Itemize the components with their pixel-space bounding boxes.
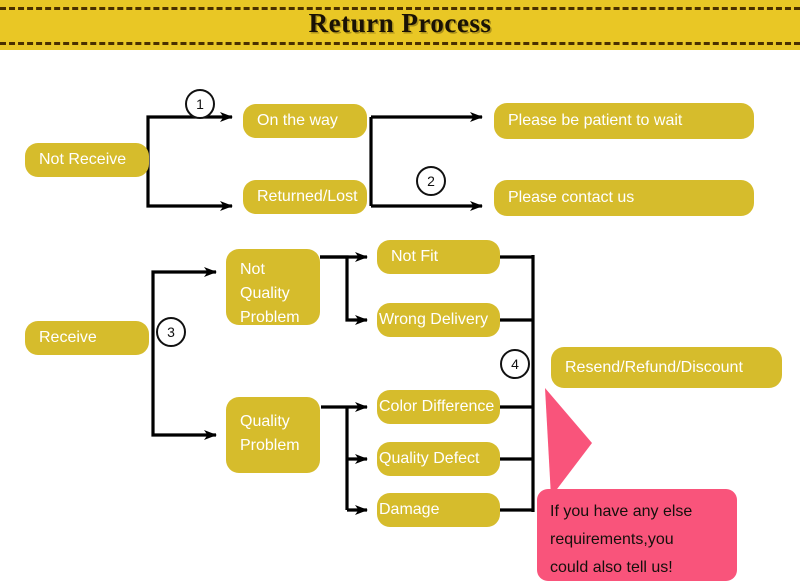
- step-marker-2: 2: [416, 166, 446, 196]
- connector-lines: [146, 112, 535, 515]
- node-returned-lost[interactable]: Returned/Lost: [243, 180, 367, 214]
- node-on-the-way-label: On the way: [257, 112, 338, 129]
- node-receive-label: Receive: [39, 329, 97, 346]
- node-please-be-patient-label: Please be patient to wait: [508, 112, 683, 129]
- step-marker-4-label: 4: [511, 356, 519, 372]
- node-quality-problem[interactable]: Quality Problem: [226, 397, 320, 473]
- node-returned-lost-label: Returned/Lost: [257, 188, 358, 205]
- node-please-contact-us-label: Please contact us: [508, 189, 635, 206]
- page-title: Return Process: [308, 8, 492, 38]
- node-color-difference[interactable]: Color Difference: [377, 390, 500, 424]
- step-marker-3: 3: [156, 317, 186, 347]
- node-not-quality-problem-label: Not Quality Problem: [240, 261, 300, 326]
- node-not-receive[interactable]: Not Receive: [25, 143, 149, 177]
- node-damage[interactable]: Damage: [377, 493, 500, 527]
- node-quality-defect[interactable]: Quality Defect: [377, 442, 500, 476]
- node-resend-refund-discount-label: Resend/Refund/Discount: [565, 358, 743, 376]
- node-not-fit[interactable]: Not Fit: [377, 240, 500, 274]
- step-marker-1-label: 1: [196, 96, 204, 112]
- callout-bubble: If you have any else requirements,you co…: [537, 489, 737, 581]
- callout-line-1: If you have any else: [550, 503, 693, 520]
- node-color-difference-label: Color Difference: [379, 398, 495, 415]
- node-not-quality-problem[interactable]: Not Quality Problem: [226, 249, 320, 326]
- node-please-be-patient[interactable]: Please be patient to wait: [494, 103, 754, 139]
- node-on-the-way[interactable]: On the way: [243, 104, 367, 138]
- node-not-receive-label: Not Receive: [39, 151, 127, 168]
- callout-line-2: requirements,you: [550, 531, 674, 548]
- node-receive[interactable]: Receive: [25, 321, 149, 355]
- node-damage-label: Damage: [379, 501, 440, 518]
- flowchart-canvas: Not Receive On the way Returned/Lost Ple…: [0, 50, 800, 581]
- callout-line-3: could also tell us!: [550, 559, 673, 576]
- node-wrong-delivery[interactable]: Wrong Delivery: [377, 303, 500, 337]
- step-marker-2-label: 2: [427, 173, 435, 189]
- node-quality-problem-label: Quality Problem: [240, 413, 300, 454]
- node-wrong-delivery-label: Wrong Delivery: [379, 311, 489, 328]
- node-please-contact-us[interactable]: Please contact us: [494, 180, 754, 216]
- node-not-fit-label: Not Fit: [391, 248, 439, 265]
- node-resend-refund-discount[interactable]: Resend/Refund/Discount: [551, 347, 782, 388]
- step-marker-4: 4: [500, 349, 530, 379]
- header-banner: Return Process: [0, 0, 800, 50]
- node-quality-defect-label: Quality Defect: [379, 450, 480, 467]
- step-marker-3-label: 3: [167, 324, 175, 340]
- step-marker-1: 1: [185, 89, 215, 119]
